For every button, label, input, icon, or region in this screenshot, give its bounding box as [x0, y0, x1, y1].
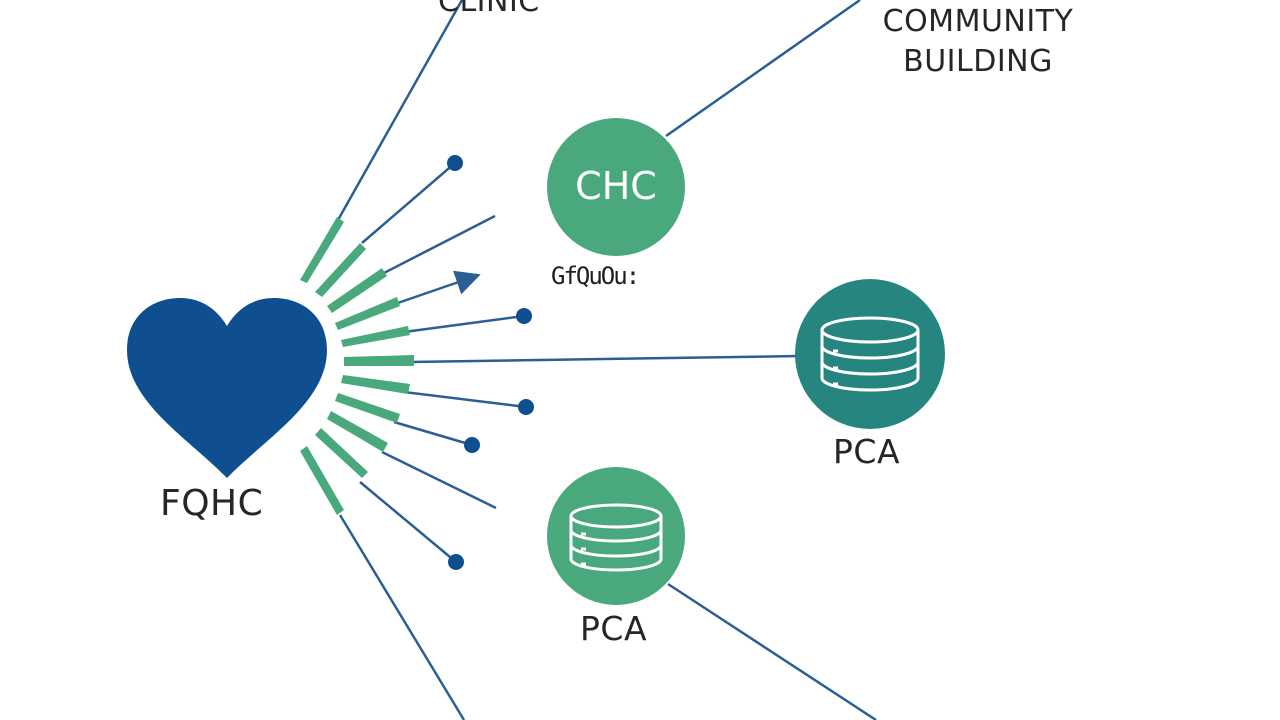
connector-clinic	[336, 0, 464, 221]
pca-right-node	[795, 279, 945, 429]
spoke-2	[379, 214, 496, 277]
endpoint-dot	[518, 399, 534, 415]
pca-bottom-node	[547, 467, 685, 605]
clinic-label: CLINIC	[438, 0, 540, 19]
endpoint-dot	[516, 308, 532, 324]
database-icon	[820, 316, 920, 392]
spoke-1	[361, 162, 456, 244]
spoke-8	[359, 481, 457, 563]
connector-community	[665, 0, 861, 138]
spoke-5	[403, 390, 527, 409]
pca-bottom-label: PCA	[580, 609, 648, 648]
database-icon	[569, 503, 663, 572]
endpoint-dot	[464, 437, 480, 453]
pca-right-label: PCA	[833, 432, 901, 471]
chc-node	[547, 118, 685, 256]
endpoint-dot	[448, 554, 464, 570]
spoke-4	[403, 314, 525, 334]
chc-label: CHC	[575, 164, 657, 208]
chc-sublabel: GfQuOu:	[551, 262, 640, 290]
connector-pca-right	[409, 354, 801, 364]
fqhc-label: FQHC	[160, 483, 264, 524]
connector-bottom-left	[338, 514, 466, 720]
spoke-6	[393, 420, 473, 447]
spoke-7	[381, 450, 497, 510]
endpoint-dot	[447, 155, 463, 171]
connector-pca-bottom	[667, 582, 877, 720]
spoke-3-arrow	[391, 270, 481, 307]
green-rays	[300, 217, 414, 515]
heart-icon	[127, 298, 327, 478]
community-building-label: COMMUNITY BUILDING	[882, 4, 1074, 79]
